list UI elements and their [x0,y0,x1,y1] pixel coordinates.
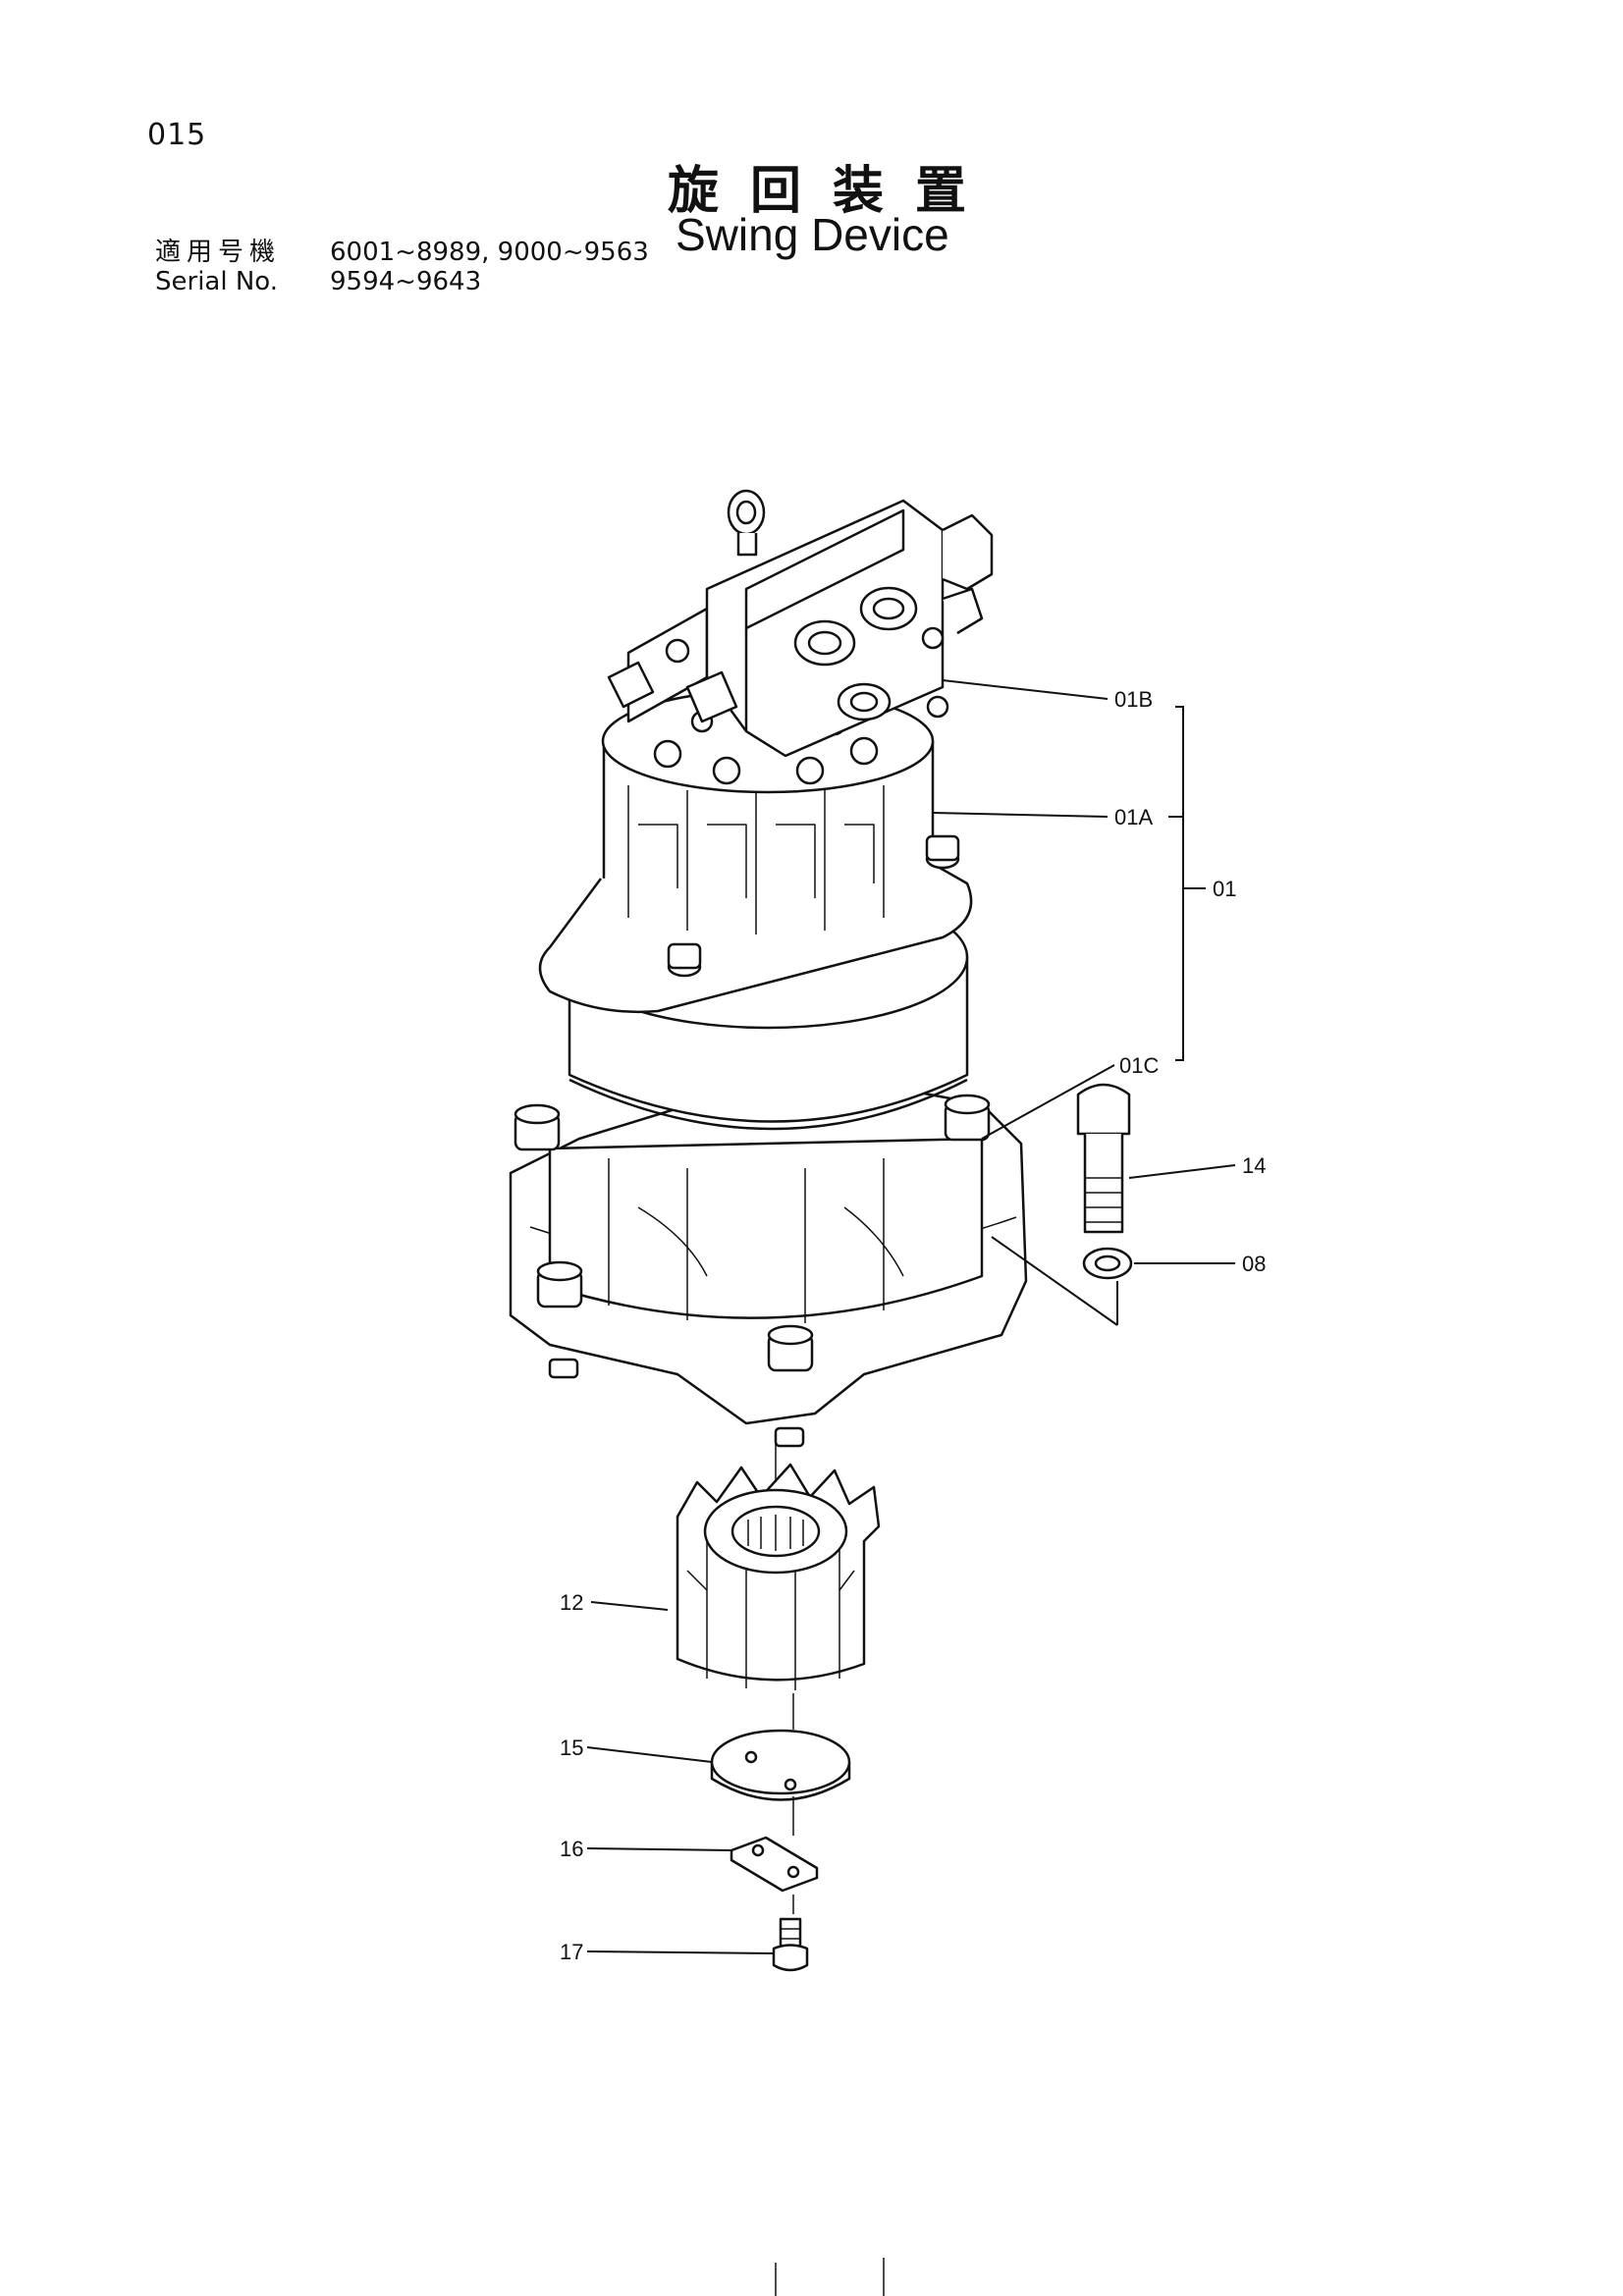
swing-motor-assembly [509,489,1028,1448]
washer-08 [1082,1247,1133,1280]
callout-08: 08 [1242,1252,1266,1276]
callout-14: 14 [1242,1153,1266,1178]
serial-range-1: 6001~8989, 9000~9563 [330,238,649,267]
callout-01A: 01A [1114,805,1153,829]
title-english: Swing Device [676,209,949,260]
serial-range-2: 9594~9643 [330,267,482,296]
page-number: 015 [147,118,207,152]
serial-info: 適用号機 6001~8989, 9000~9563 Serial No. 959… [155,238,649,296]
callout-01: 01 [1213,877,1236,901]
serial-label-en: Serial No. [155,267,278,296]
callout-labels: 01B 01A 01 01C 14 08 12 15 16 17 [560,687,1266,1964]
title-japanese: 旋回装置 [668,162,999,221]
lock-plate-16 [730,1836,819,1893]
motor-top-bolts [653,710,879,785]
scan-marks [775,2258,885,2296]
bolt-17 [772,1917,809,1972]
plate-15 [710,1729,851,1801]
flange-bolts [514,1094,991,1448]
callout-01C: 01C [1119,1053,1159,1078]
pinion-gear-12 [676,1463,881,1690]
callout-16: 16 [560,1837,583,1861]
applicable-label-jp: 適用号機 [155,238,282,267]
leader-lines [586,679,1236,1954]
callout-15: 15 [560,1735,583,1760]
callout-01B: 01B [1114,687,1153,712]
callout-17: 17 [560,1940,583,1964]
callout-12: 12 [560,1590,583,1615]
bolt-14 [1076,1083,1131,1234]
